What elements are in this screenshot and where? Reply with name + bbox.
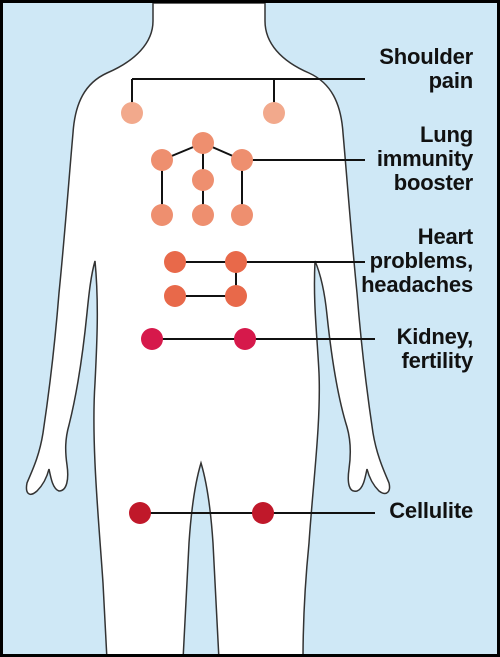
lung-point xyxy=(231,149,253,171)
heart-point xyxy=(225,251,247,273)
shoulder-point xyxy=(263,102,285,124)
points-layer xyxy=(121,78,375,524)
lung-point xyxy=(151,204,173,226)
heart-point xyxy=(164,285,186,307)
kidney-point xyxy=(141,328,163,350)
cellulite-point xyxy=(129,502,151,524)
kidney-point xyxy=(234,328,256,350)
body-diagram xyxy=(25,3,391,654)
label-heart-problems-headaches: Heart problems, headaches xyxy=(361,224,473,297)
lung-point xyxy=(192,132,214,154)
shoulder-point xyxy=(121,102,143,124)
lung-point xyxy=(231,204,253,226)
lung-point xyxy=(151,149,173,171)
label-lung-immunity-booster: Lung immunity booster xyxy=(376,122,473,195)
lung-point xyxy=(192,204,214,226)
label-shoulder-pain: Shoulder pain xyxy=(379,44,473,93)
cellulite-point xyxy=(252,502,274,524)
body-silhouette xyxy=(25,3,391,654)
label-cellulite: Cellulite xyxy=(389,498,473,523)
label-kidney-fertility: Kidney, fertility xyxy=(396,324,474,373)
heart-point xyxy=(225,285,247,307)
lung-point xyxy=(192,169,214,191)
heart-point xyxy=(164,251,186,273)
